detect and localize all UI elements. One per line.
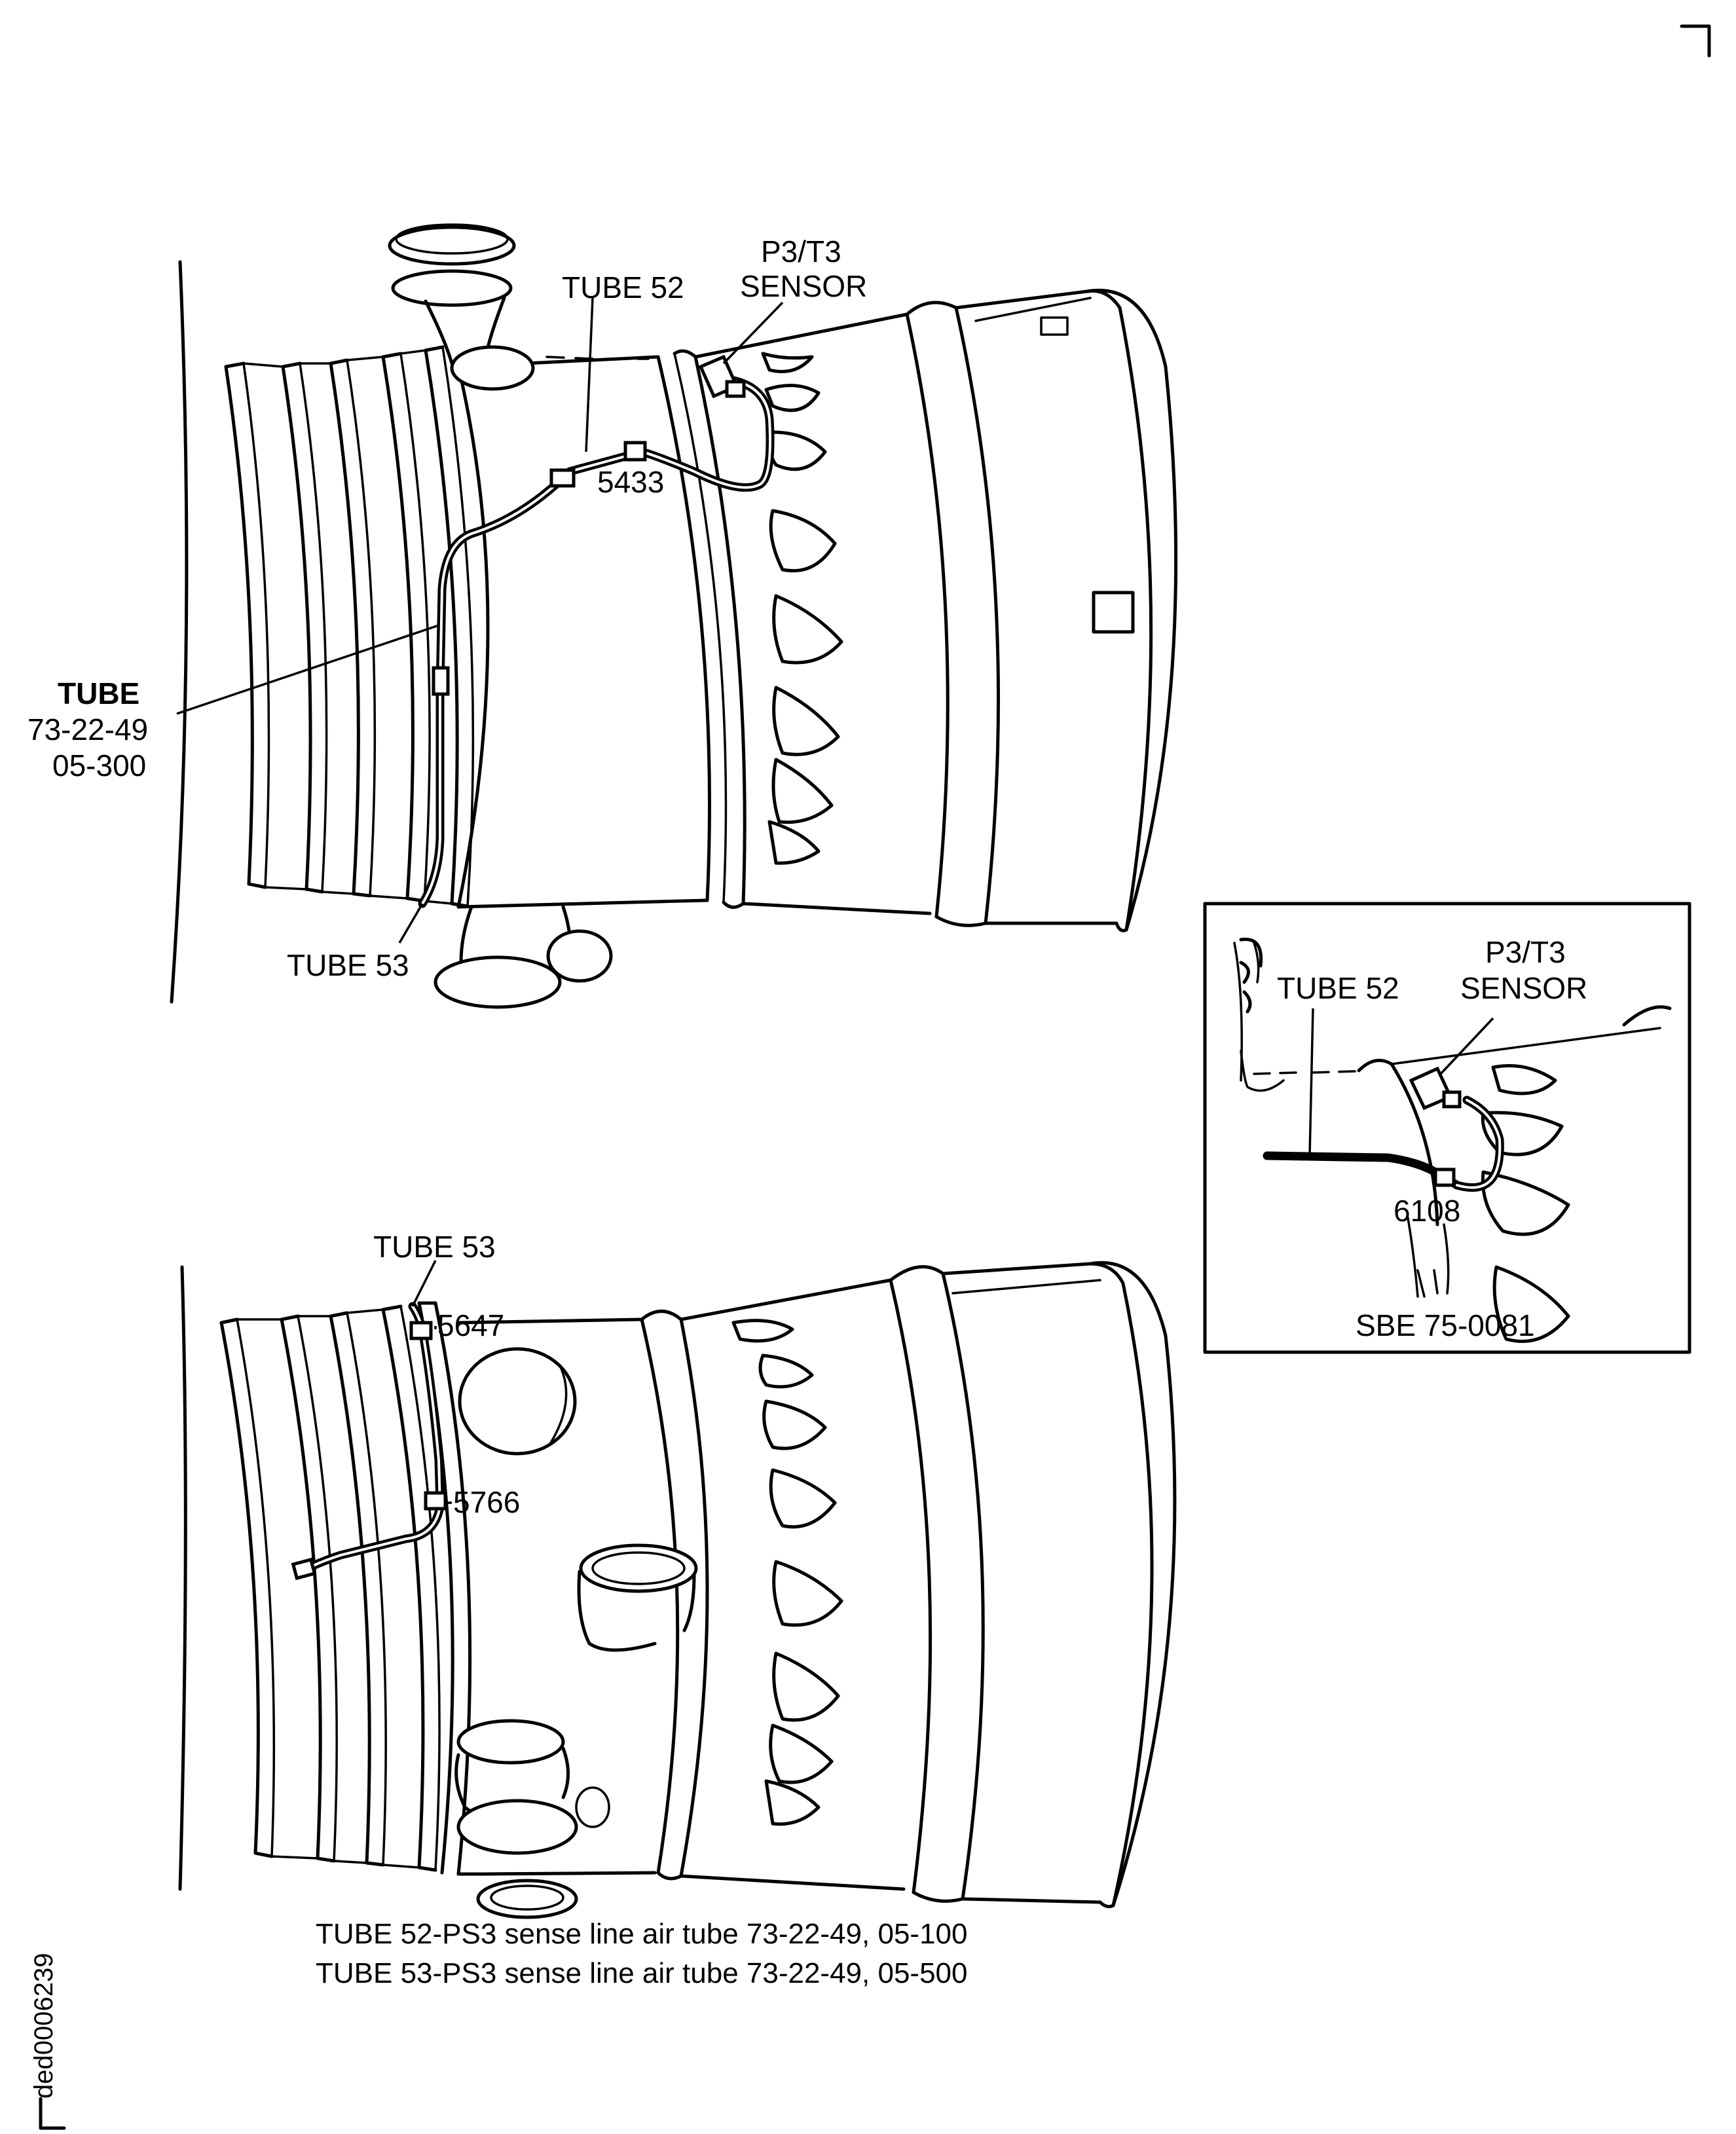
leader-top-tube52 — [585, 297, 594, 452]
leader-top-tube53 — [398, 903, 424, 944]
label-top-tube53: TUBE 53 — [287, 948, 409, 982]
label-bottom-tube53: TUBE 53 — [373, 1230, 496, 1264]
label-top-tube-line3: 05-300 — [52, 748, 146, 782]
inset-sbe-detail: TUBE 52 P3/T3 SENSOR 6108 SBE 75-0081 — [1203, 902, 1691, 1354]
top-vane-holes — [761, 352, 843, 865]
label-part-5766: 5766 — [453, 1485, 520, 1519]
label-top-tube-line2: 73-22-49 — [28, 712, 148, 746]
inset-caption: SBE 75-0081 — [1356, 1308, 1535, 1342]
top-engine-view: TUBE 52 P3/T3 SENSOR 5433 TUBE 73-22-49 … — [28, 223, 1178, 1009]
leader-top-tube — [176, 624, 439, 715]
label-part-5647: 5647 — [437, 1308, 504, 1342]
caption-line-1: TUBE 52-PS3 sense line air tube 73-22-49… — [316, 1918, 967, 1950]
corner-mark-bottom-left — [39, 2097, 66, 2130]
bottom-ports — [454, 1347, 698, 1919]
top-p3t3-sensor — [698, 354, 746, 399]
label-top-tube52: TUBE 52 — [562, 270, 684, 304]
label-top-sensor-line2: SENSOR — [740, 269, 867, 303]
top-combustor-case — [456, 289, 1178, 932]
bottom-engine-view: TUBE 53 5647 5766 — [178, 1230, 1177, 1919]
leader-top-sensor — [722, 301, 784, 365]
label-inset-tube52: TUBE 52 — [1277, 971, 1399, 1005]
bottom-boss — [434, 905, 613, 1009]
bottom-compressor-bands — [219, 1304, 441, 1872]
top-tube-52 — [418, 375, 775, 908]
label-part-6108: 6108 — [1394, 1194, 1460, 1228]
leader-bottom-tube53 — [411, 1260, 437, 1307]
caption-line-2: TUBE 53-PS3 sense line air tube 73-22-49… — [316, 1957, 967, 1989]
bottom-tube-53 — [291, 1302, 447, 1581]
top-compressor-bands — [224, 345, 475, 908]
label-part-5433: 5433 — [597, 465, 664, 499]
figure-id: ded0006239 — [29, 1953, 58, 2099]
label-top-tube-line1: TUBE — [58, 676, 139, 710]
bottom-vane-holes — [731, 1319, 843, 1826]
label-inset-sensor-line1: P3/T3 — [1485, 935, 1566, 969]
label-inset-sensor-line2: SENSOR — [1460, 971, 1587, 1005]
top-boss — [388, 223, 535, 391]
corner-mark-top-right — [1680, 24, 1711, 58]
label-top-sensor-line1: P3/T3 — [761, 234, 841, 268]
